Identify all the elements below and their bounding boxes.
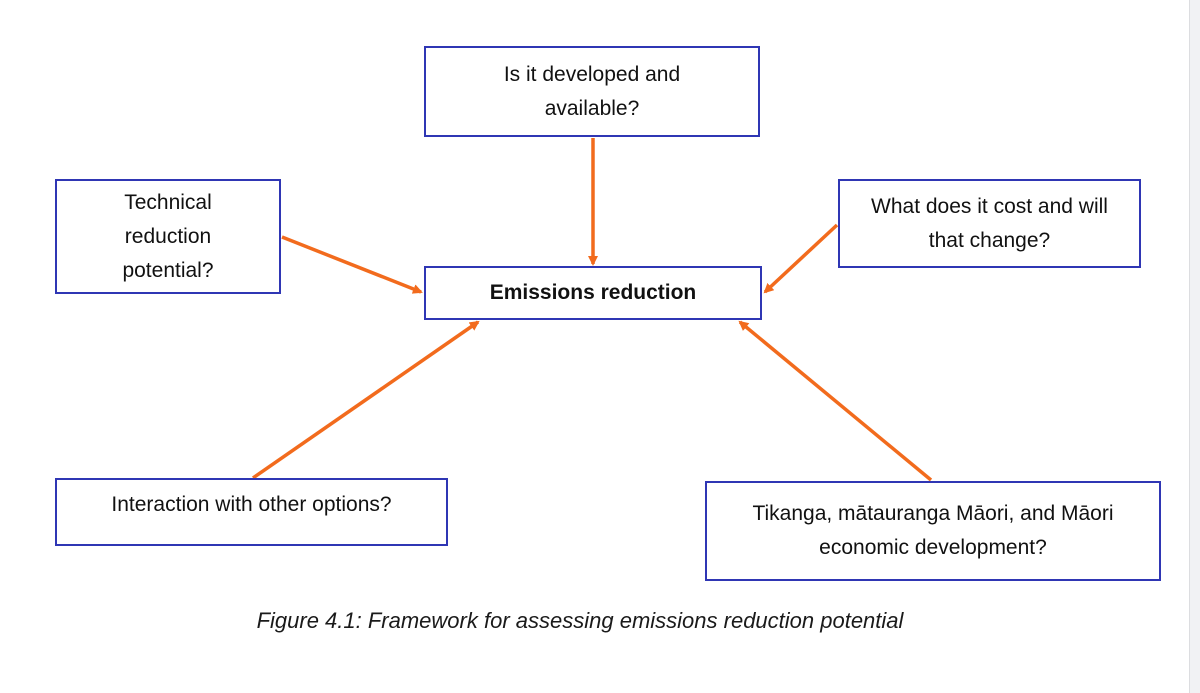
node-technical-potential-label: Technical reduction potential? — [122, 190, 214, 282]
node-developed-available: Is it developed and available? — [424, 46, 760, 137]
node-cost-change-label: What does it cost and will that change? — [871, 194, 1108, 252]
arrow-left-to-center — [281, 235, 423, 294]
arrow-bottom-right-to-center — [738, 320, 933, 482]
figure-caption: Figure 4.1: Framework for assessing emis… — [256, 608, 904, 633]
node-interaction-options-label: Interaction with other options? — [111, 493, 392, 516]
node-interaction-options: Interaction with other options? — [55, 478, 448, 546]
scrollbar-track[interactable] — [1189, 0, 1200, 693]
node-emissions-reduction: Emissions reduction — [424, 266, 762, 320]
node-tikanga-matauranga: Tikanga, mātauranga Māori, and Māori eco… — [705, 481, 1161, 581]
node-technical-potential: Technical reduction potential? — [55, 179, 281, 294]
node-developed-available-label: Is it developed and available? — [503, 62, 681, 120]
arrow-bottom-left-to-center — [252, 320, 480, 480]
node-tikanga-matauranga-label: Tikanga, mātauranga Māori, and Māori eco… — [752, 502, 1114, 559]
arrow-right-to-center — [763, 223, 839, 294]
node-cost-change: What does it cost and will that change? — [838, 179, 1141, 268]
node-emissions-reduction-label: Emissions reduction — [489, 281, 697, 304]
